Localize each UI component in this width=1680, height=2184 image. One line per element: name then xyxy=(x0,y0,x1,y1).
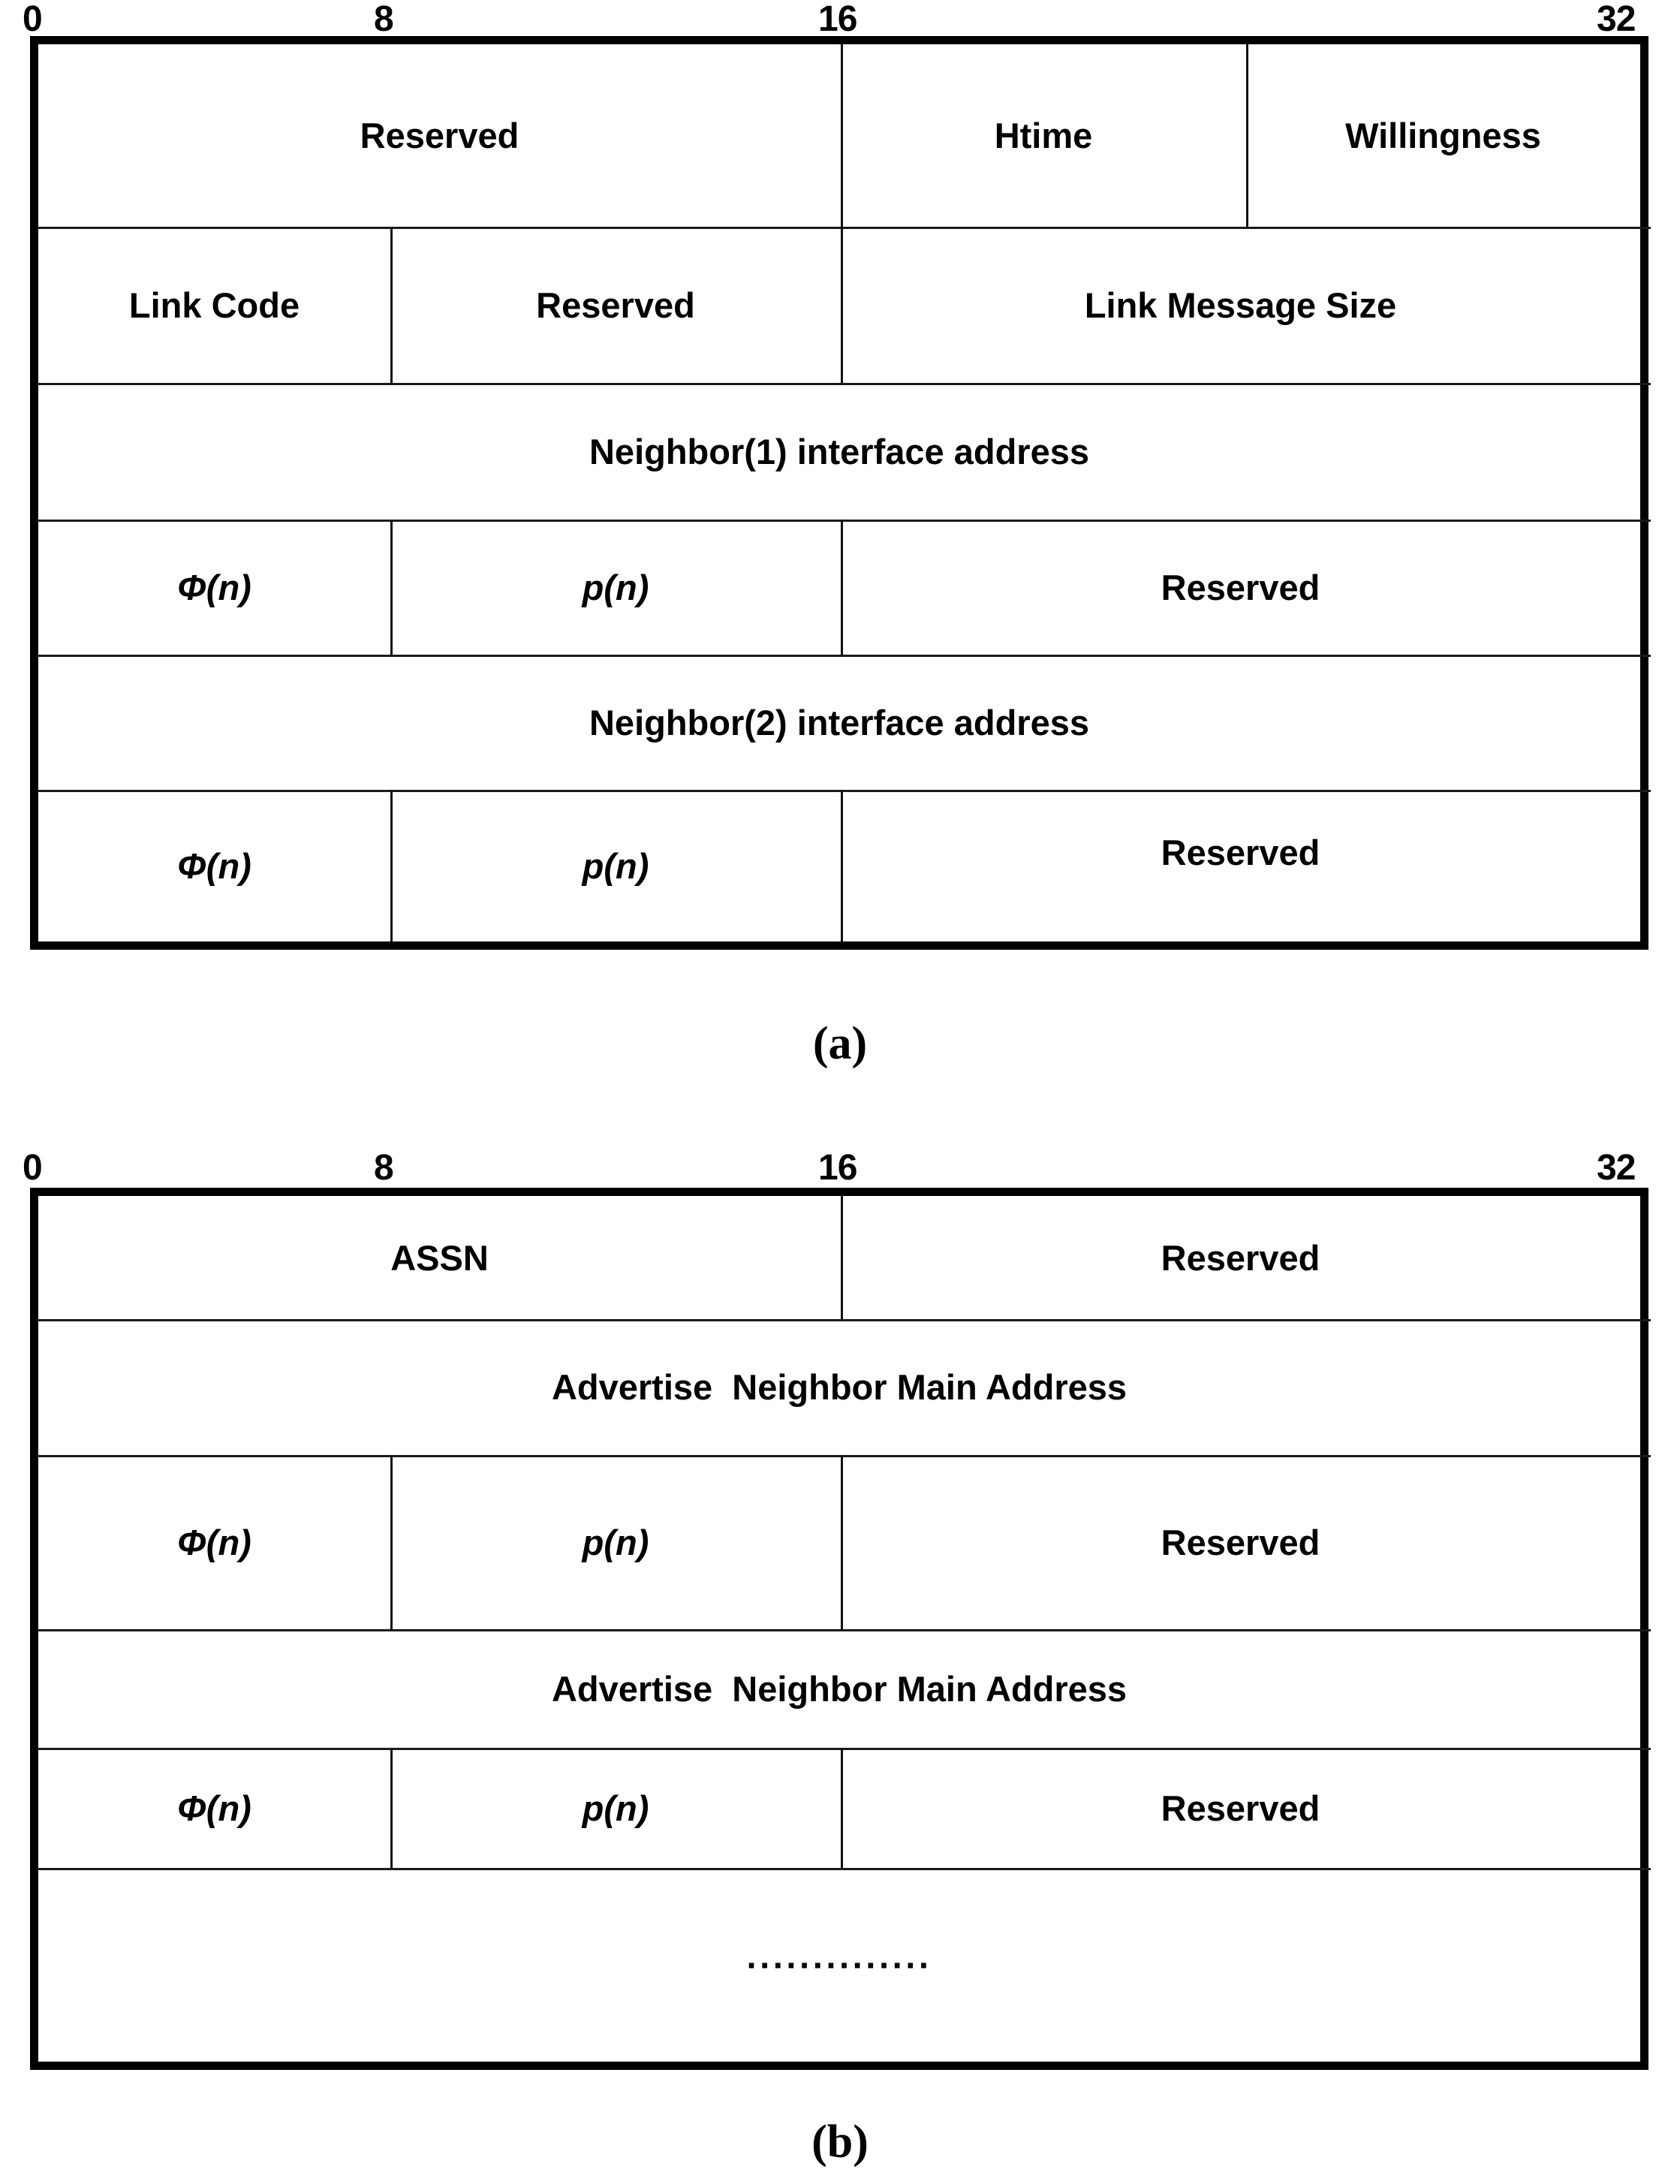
field-willingness: Willingness xyxy=(1345,116,1541,155)
row-separator xyxy=(38,1455,1651,1457)
panel-caption-b: (b) xyxy=(811,2116,869,2167)
field-neighbor-1-interface-address: Neighbor(1) interface address xyxy=(589,431,1089,471)
field-reserved: Reserved xyxy=(1161,832,1320,872)
ruler-tick-0: 0 xyxy=(23,1148,43,1188)
field-reserved: Reserved xyxy=(1161,1788,1320,1828)
packet-table-b: ASSN Reserved Advertise Neighbor Main Ad… xyxy=(30,1188,1651,2070)
column-divider-bit8 xyxy=(390,1455,393,1629)
column-divider-bit8 xyxy=(390,790,393,941)
ruler-tick-16: 16 xyxy=(818,0,857,39)
row-separator xyxy=(38,383,1651,385)
field-p-n: p(n) xyxy=(582,1788,649,1828)
row-separator xyxy=(38,1748,1651,1750)
ruler-tick-0: 0 xyxy=(23,0,43,39)
panel-caption-a: (a) xyxy=(812,1018,868,1069)
field-reserved: Reserved xyxy=(536,285,695,325)
field-assn: ASSN xyxy=(390,1237,489,1278)
packet-table-a: Reserved Htime Willingness Link Code Res… xyxy=(30,36,1651,950)
field-phi-n: Φ(n) xyxy=(177,1522,251,1562)
field-phi-n: Φ(n) xyxy=(177,567,251,607)
field-phi-n: Φ(n) xyxy=(177,845,251,886)
ruler-tick-8: 8 xyxy=(374,0,394,39)
row-separator xyxy=(38,520,1651,522)
ruler-tick-32: 32 xyxy=(1597,1148,1636,1188)
field-htime: Htime xyxy=(994,116,1093,155)
bit-ruler-panel-a: 0 8 16 32 xyxy=(0,0,1680,41)
field-p-n: p(n) xyxy=(582,567,649,607)
column-divider-bit24 xyxy=(1246,44,1248,227)
row-separator xyxy=(38,227,1651,229)
column-divider-bit8 xyxy=(390,227,393,383)
column-divider-bit16 xyxy=(841,44,843,227)
ruler-tick-32: 32 xyxy=(1597,0,1636,39)
column-divider-bit16 xyxy=(841,227,843,383)
row-separator xyxy=(38,1629,1651,1631)
field-link-code: Link Code xyxy=(128,285,300,325)
column-divider-bit16 xyxy=(841,1196,843,1319)
field-reserved: Reserved xyxy=(1161,567,1320,607)
ruler-tick-8: 8 xyxy=(374,1148,394,1188)
field-reserved: Reserved xyxy=(1161,1237,1320,1278)
field-p-n: p(n) xyxy=(582,1522,649,1562)
column-divider-bit8 xyxy=(390,1748,393,1868)
field-link-message-size: Link Message Size xyxy=(1084,285,1397,325)
row-separator xyxy=(38,655,1651,657)
column-divider-bit16 xyxy=(841,520,843,655)
field-neighbor-2-interface-address: Neighbor(2) interface address xyxy=(589,702,1089,743)
ruler-tick-16: 16 xyxy=(818,1148,857,1188)
column-divider-bit16 xyxy=(841,1455,843,1629)
field-reserved: Reserved xyxy=(360,116,519,155)
field-advertise-neighbor-main-address: Advertise Neighbor Main Address xyxy=(551,1668,1128,1709)
field-continuation-dots: ·············· xyxy=(746,1945,932,1985)
row-separator xyxy=(38,1319,1651,1321)
column-divider-bit16 xyxy=(841,1748,843,1868)
row-separator xyxy=(38,1868,1651,1870)
row-separator xyxy=(38,790,1651,792)
column-divider-bit16 xyxy=(841,790,843,941)
field-p-n: p(n) xyxy=(582,845,649,886)
field-reserved: Reserved xyxy=(1161,1522,1320,1562)
field-phi-n: Φ(n) xyxy=(177,1788,251,1828)
column-divider-bit8 xyxy=(390,520,393,655)
field-advertise-neighbor-main-address: Advertise Neighbor Main Address xyxy=(551,1367,1128,1407)
bit-ruler-panel-b: 0 8 16 32 xyxy=(0,1147,1680,1189)
